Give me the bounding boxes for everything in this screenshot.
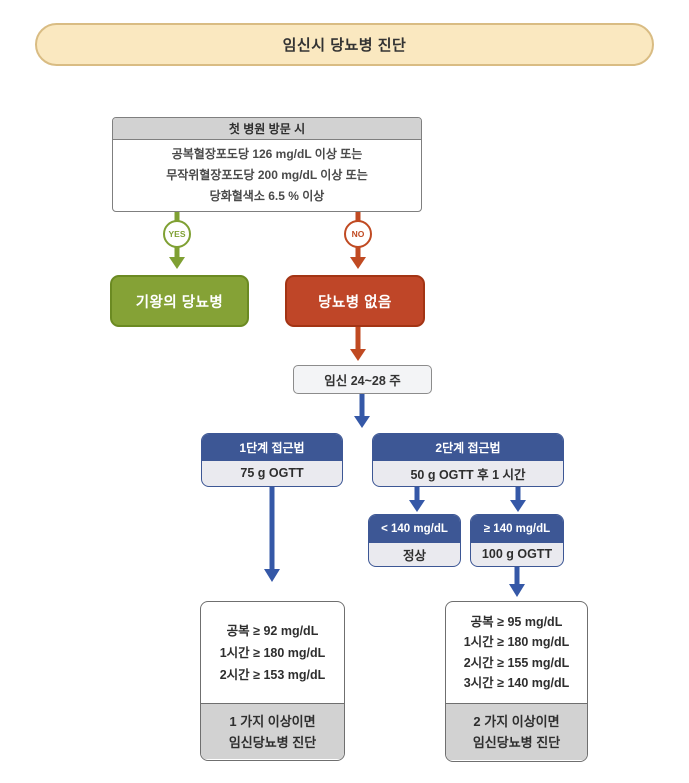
arrow-to-timing-head bbox=[350, 349, 366, 361]
no-label-circle: NO bbox=[344, 220, 372, 248]
yes-label-circle: YES bbox=[163, 220, 191, 248]
negative-result: 정상 bbox=[402, 548, 426, 563]
one-step-criterion-1: 공복 ≥ 92 mg/dL bbox=[226, 623, 319, 638]
one-step-conclusion: 1 가지 이상이면 임신당뇨병 진단 bbox=[201, 703, 344, 759]
two-step-header: 2단계 접근법 bbox=[373, 434, 563, 461]
two-step-criterion-1: 공복 ≥ 95 mg/dL bbox=[470, 614, 563, 629]
one-step-criterion-3: 2시간 ≥ 153 mg/dL bbox=[219, 667, 326, 682]
two-step-criterion-2: 1시간 ≥ 180 mg/dL bbox=[463, 635, 570, 649]
arrow-one-step-criteria-head bbox=[264, 569, 280, 582]
one-step-conclusion-line-1: 1 가지 이상이면 bbox=[229, 713, 316, 729]
one-step-test: 75 g OGTT bbox=[240, 466, 304, 480]
first-visit-criterion-1: 공복혈장포도당 126 mg/dL 이상 또는 bbox=[171, 147, 363, 161]
two-step-criterion-3: 2시간 ≥ 155 mg/dL bbox=[463, 655, 570, 670]
first-visit-criterion-3: 당화혈색소 6.5 % 이상 bbox=[209, 189, 325, 203]
first-visit-header: 첫 병원 방문 시 bbox=[113, 118, 421, 140]
positive-result-box: ≥ 140 mg/dL 100 g OGTT bbox=[470, 514, 564, 567]
one-step-conclusion-line-2: 임신당뇨병 진단 bbox=[228, 734, 317, 750]
arrow-two-step-criteria-head bbox=[509, 584, 525, 597]
preexisting-diabetes-box: 기왕의 당뇨병 bbox=[110, 275, 249, 327]
two-step-criteria-list: 공복 ≥ 95 mg/dL 1시간 ≥ 180 mg/dL 2시간 ≥ 155 … bbox=[446, 602, 587, 703]
positive-result: 100 g OGTT bbox=[481, 547, 553, 561]
two-step-conclusion: 2 가지 이상이면 임신당뇨병 진단 bbox=[446, 703, 587, 760]
arrow-to-approaches-head bbox=[354, 416, 370, 428]
first-visit-box: 첫 병원 방문 시 공복혈장포도당 126 mg/dL 이상 또는 무작위혈장포… bbox=[112, 117, 422, 212]
first-visit-criterion-2: 무작위혈장포도당 200 mg/dL 이상 또는 bbox=[166, 168, 368, 182]
two-step-conclusion-line-1: 2 가지 이상이면 bbox=[473, 714, 560, 729]
one-step-header: 1단계 접근법 bbox=[202, 434, 342, 461]
negative-result-box: < 140 mg/dL 정상 bbox=[368, 514, 461, 567]
arrow-yes-head bbox=[169, 257, 185, 269]
one-step-criteria-list: 공복 ≥ 92 mg/dL 1시간 ≥ 180 mg/dL 2시간 ≥ 153 … bbox=[201, 602, 344, 703]
arrow-no-head bbox=[350, 257, 366, 269]
two-step-criteria-box: 공복 ≥ 95 mg/dL 1시간 ≥ 180 mg/dL 2시간 ≥ 155 … bbox=[445, 601, 588, 762]
arrow-to-positive-head bbox=[510, 500, 526, 512]
first-visit-criteria: 공복혈장포도당 126 mg/dL 이상 또는 무작위혈장포도당 200 mg/… bbox=[113, 140, 421, 211]
arrow-to-negative-head bbox=[409, 500, 425, 512]
one-step-criterion-2: 1시간 ≥ 180 mg/dL bbox=[219, 645, 326, 660]
two-step-test: 50 g OGTT 후 1 시간 bbox=[410, 467, 526, 482]
one-step-criteria-box: 공복 ≥ 92 mg/dL 1시간 ≥ 180 mg/dL 2시간 ≥ 153 … bbox=[200, 601, 345, 761]
positive-threshold: ≥ 140 mg/dL bbox=[471, 515, 563, 543]
no-diabetes-box: 당뇨병 없음 bbox=[285, 275, 425, 327]
two-step-conclusion-line-2: 임신당뇨병 진단 bbox=[472, 735, 561, 750]
one-step-approach-box: 1단계 접근법 75 g OGTT bbox=[201, 433, 343, 487]
two-step-approach-box: 2단계 접근법 50 g OGTT 후 1 시간 bbox=[372, 433, 564, 487]
page-title: 임신시 당뇨병 진단 bbox=[35, 23, 654, 66]
gestation-weeks-box: 임신 24~28 주 bbox=[293, 365, 432, 394]
two-step-criterion-4: 3시간 ≥ 140 mg/dL bbox=[463, 676, 570, 690]
negative-threshold: < 140 mg/dL bbox=[369, 515, 460, 543]
